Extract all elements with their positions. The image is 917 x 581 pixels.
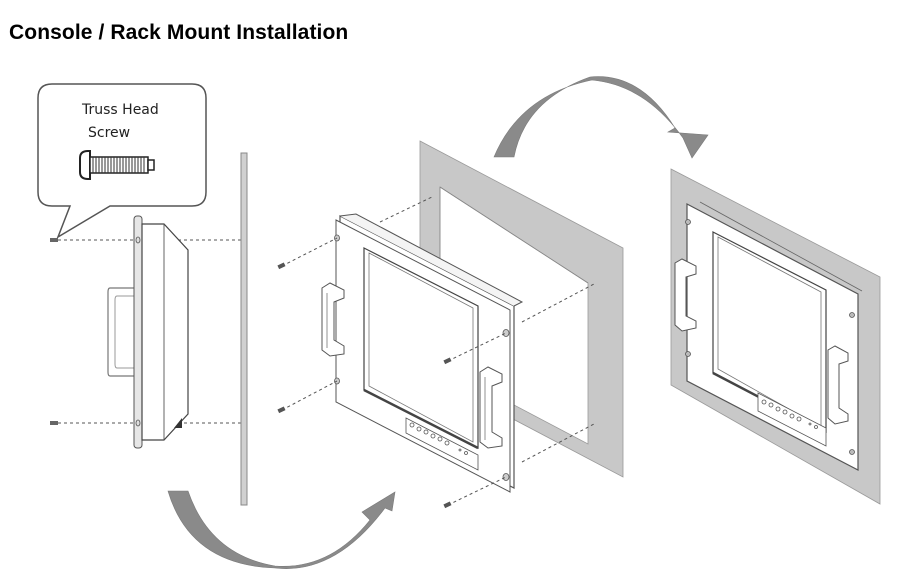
screw-icon	[443, 501, 452, 509]
truss-head-screw-icon	[79, 150, 155, 180]
callout-label-line1: Truss Head	[81, 102, 159, 118]
step1-to-step2-arrow	[167, 490, 396, 569]
installed-view	[670, 168, 881, 505]
callout-label-line2: Screw	[88, 125, 130, 141]
side-view-monitor	[50, 215, 242, 449]
screw-icon	[443, 357, 452, 365]
page-title: Console / Rack Mount Installation	[9, 21, 349, 44]
screw-icon	[50, 238, 58, 242]
screw-icon	[50, 421, 58, 425]
screw-icon	[277, 406, 286, 414]
exploded-view	[277, 140, 624, 509]
step2-to-step3-arrow	[493, 76, 709, 159]
side-view-panel	[240, 152, 248, 506]
callout-bubble: Truss Head Screw	[37, 83, 207, 239]
screw-icon	[277, 262, 286, 270]
